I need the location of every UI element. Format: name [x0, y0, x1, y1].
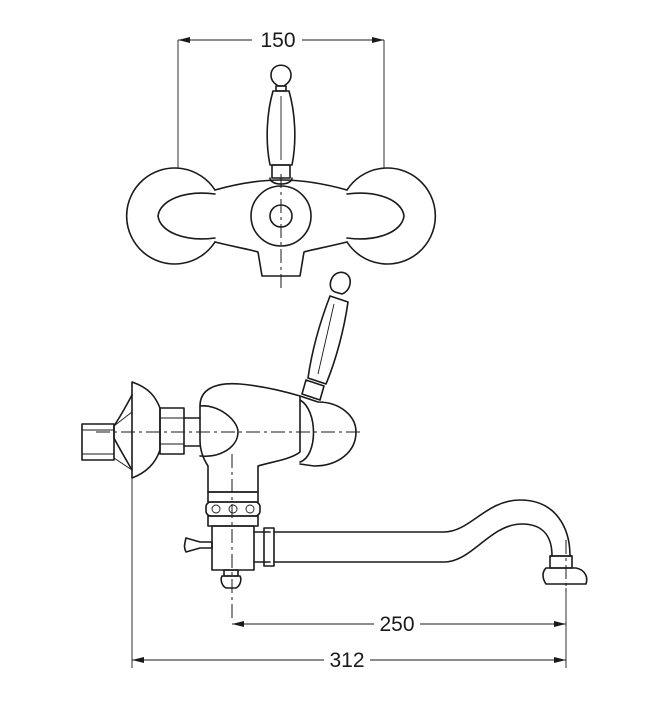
- swivel-spout: [273, 499, 588, 585]
- lever-handle-front: [266, 64, 296, 185]
- mixer-body-front: [214, 174, 348, 288]
- dimension-150: 150: [177, 28, 385, 168]
- lever-handle-side: [301, 271, 351, 401]
- diverter-body: [211, 525, 275, 571]
- front-view: 150: [125, 28, 437, 288]
- left-wall-escutcheon: [125, 167, 216, 265]
- right-wall-escutcheon: [346, 167, 437, 265]
- dimension-312: 312: [131, 478, 566, 672]
- dimension-250: 250: [232, 588, 567, 668]
- side-view-centerlines: [96, 431, 567, 622]
- hex-connector-nut: [159, 407, 201, 455]
- wall-flange: [81, 381, 161, 479]
- dimension-label-312: 312: [329, 649, 364, 672]
- dimension-label-250: 250: [379, 613, 414, 636]
- mixer-body-side: [199, 382, 357, 493]
- diverter-knob-side: [183, 537, 213, 553]
- decorative-ring: [205, 491, 261, 527]
- diverter-knob-bottom: [220, 569, 242, 589]
- side-view: 250 312: [81, 271, 588, 672]
- dimension-label-150: 150: [260, 29, 295, 52]
